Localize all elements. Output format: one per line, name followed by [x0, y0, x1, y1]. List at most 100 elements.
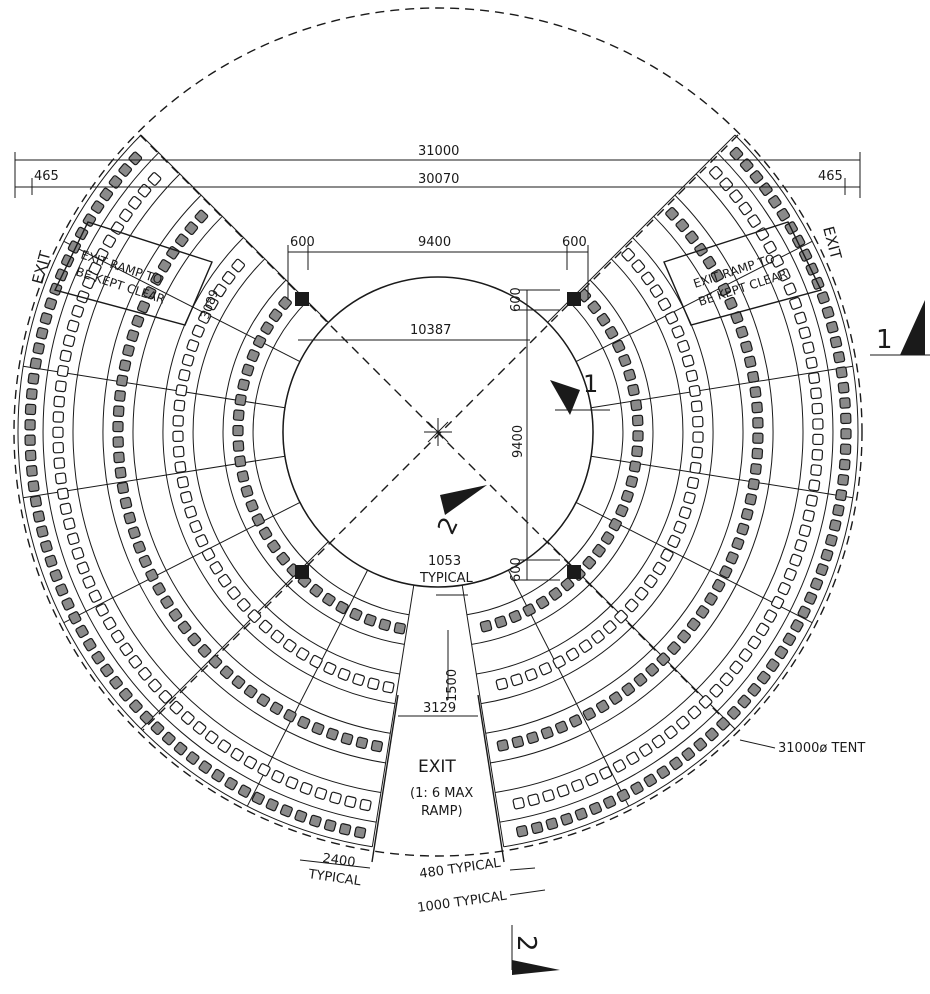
dim-overall-width: 31000 — [418, 144, 459, 159]
seat — [639, 743, 653, 757]
tent-outline — [13, 7, 863, 857]
seat — [618, 354, 632, 367]
seat — [54, 380, 67, 393]
seat — [545, 817, 559, 831]
seat — [309, 654, 323, 669]
seat — [738, 201, 753, 216]
seat — [132, 540, 146, 554]
seat — [527, 793, 540, 807]
seat — [329, 791, 342, 805]
seat — [729, 146, 744, 161]
seat — [591, 630, 605, 644]
seat — [608, 691, 623, 705]
dim-right-offset: 465 — [818, 169, 843, 184]
dim-post-bottom-v: 600 — [509, 557, 524, 582]
seat — [749, 463, 762, 475]
seat — [596, 312, 611, 327]
seat — [747, 478, 760, 491]
seat — [755, 622, 770, 637]
seat — [574, 807, 588, 821]
seat — [138, 554, 152, 568]
seat — [75, 624, 89, 639]
seat — [363, 613, 377, 627]
seat — [56, 364, 69, 378]
seat — [175, 233, 189, 248]
seat — [191, 324, 205, 338]
seat — [535, 595, 550, 610]
seating-arc — [102, 194, 386, 764]
seat — [832, 351, 846, 364]
seat — [270, 629, 285, 644]
seat — [554, 720, 569, 734]
seat — [624, 598, 639, 613]
seat — [25, 388, 38, 400]
seat — [279, 804, 293, 818]
seating-arc — [192, 258, 400, 675]
seat — [770, 595, 785, 610]
seat — [667, 534, 681, 548]
seat — [24, 449, 37, 462]
seat — [192, 721, 207, 735]
seat — [247, 609, 262, 623]
seat — [604, 326, 619, 340]
seating-arc — [462, 322, 594, 586]
seat — [349, 607, 363, 621]
seat — [322, 592, 336, 607]
seat — [512, 797, 525, 810]
seat — [592, 543, 606, 558]
seat — [194, 209, 209, 224]
seat — [816, 291, 830, 305]
seat — [344, 795, 357, 809]
seat — [90, 200, 105, 214]
seat — [205, 296, 219, 311]
seat — [712, 578, 726, 593]
seat — [826, 320, 839, 334]
seat — [108, 175, 123, 189]
seat — [649, 284, 664, 298]
seat — [52, 411, 65, 423]
seat — [810, 387, 822, 400]
seating-arc — [72, 173, 381, 793]
seat — [782, 632, 797, 647]
seat — [24, 403, 37, 416]
seat — [719, 565, 733, 579]
seat — [267, 539, 281, 554]
seat — [747, 214, 761, 228]
seat — [495, 677, 509, 691]
seat — [829, 335, 843, 349]
seat — [367, 677, 380, 691]
seat — [770, 254, 784, 268]
post-top-left — [295, 292, 309, 306]
seat — [66, 319, 80, 333]
seat — [657, 297, 672, 311]
seat — [739, 158, 754, 173]
seat — [36, 525, 49, 538]
seat — [74, 226, 89, 241]
seat — [198, 760, 212, 774]
seat — [26, 465, 38, 477]
seat — [510, 673, 524, 687]
seat — [805, 262, 819, 276]
seat — [299, 781, 313, 795]
radial-aisle — [461, 585, 505, 847]
seat — [716, 716, 730, 731]
seat — [632, 430, 644, 442]
seat — [29, 357, 42, 370]
seat — [630, 781, 644, 795]
seat — [602, 620, 617, 634]
center-point — [424, 418, 452, 446]
seat — [569, 714, 583, 728]
seat — [197, 644, 212, 658]
seat — [76, 561, 90, 575]
seat — [729, 189, 743, 204]
seat — [628, 460, 642, 473]
seat — [186, 339, 200, 353]
seat — [763, 609, 778, 623]
seat — [102, 616, 117, 631]
dim-post-top-v: 600 — [509, 287, 524, 312]
radial-aisle — [371, 585, 415, 847]
seat — [496, 739, 509, 752]
seat — [664, 725, 678, 740]
seat — [738, 648, 753, 662]
seat — [359, 798, 372, 812]
